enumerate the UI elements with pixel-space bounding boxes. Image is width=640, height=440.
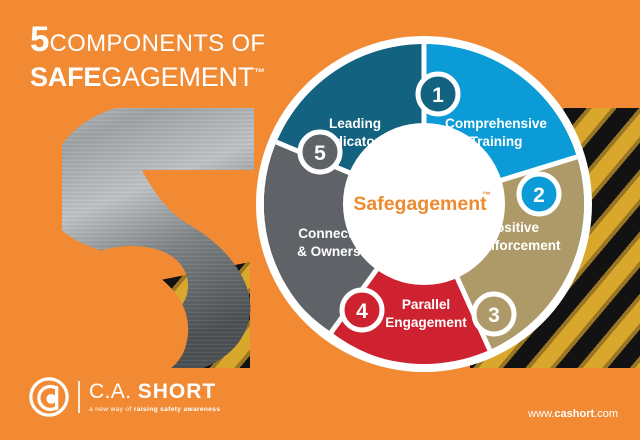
logo-tagline-light: a new way of — [89, 405, 132, 413]
orange-band-left — [0, 0, 62, 440]
url-domain: cashort — [554, 408, 595, 420]
ca-short-mark-icon — [29, 377, 69, 417]
segment-2-number: 2 — [533, 184, 545, 207]
logo-name: C.A. SHORT — [89, 381, 220, 402]
wheel-center-hub — [343, 123, 505, 285]
segment-2-label-line1: Comprehensive — [445, 116, 547, 131]
page-title: 5COMPONENTS OF SAFEGAGEMENT™ — [30, 22, 265, 91]
segment-4-number: 4 — [356, 300, 368, 323]
url-prefix: www. — [528, 408, 555, 420]
segment-numbers: 1 2 3 4 5 — [314, 84, 545, 327]
segment-1-label-line1: Leading — [329, 116, 381, 131]
segment-5-number: 5 — [314, 142, 326, 165]
segment-4-label-line1: Parallel — [402, 297, 450, 312]
segment-4-label-line2: Engagement — [385, 315, 467, 330]
logo-text-block: C.A. SHORT a new way of raising safety a… — [89, 381, 220, 414]
title-gagement: GAGEMENT — [101, 62, 255, 92]
title-line-1-text: COMPONENTS OF — [49, 30, 266, 57]
logo-tagline-bold: raising safety awareness — [133, 405, 221, 413]
url-suffix: .com — [594, 408, 618, 420]
logo-name-short: SHORT — [137, 379, 217, 403]
center-trademark-icon: ™ — [482, 190, 491, 200]
safegagement-wheel: Leading Indicators Comprehensive Trainin… — [248, 28, 600, 380]
title-number: 5 — [30, 20, 50, 59]
segment-2-label-line2: Training — [470, 134, 523, 149]
center-label: Safegagement — [353, 193, 487, 215]
segment-3-number: 3 — [488, 304, 500, 327]
logo-tagline: a new way of raising safety awareness — [89, 405, 221, 414]
website-url[interactable]: www.cashort.com — [528, 408, 618, 420]
segment-1-number: 1 — [432, 84, 444, 107]
puzzle-tabs — [297, 71, 562, 337]
company-logo[interactable]: C.A. SHORT a new way of raising safety a… — [28, 376, 220, 418]
title-trademark-icon: ™ — [254, 67, 265, 79]
logo-divider — [78, 381, 80, 413]
title-line-1: 5COMPONENTS OF — [30, 22, 265, 57]
orange-band-bottom — [0, 368, 640, 440]
logo-name-ca: C.A. — [89, 379, 132, 403]
title-safe: SAFE — [30, 62, 102, 92]
title-line-2: SAFEGAGEMENT™ — [30, 64, 265, 91]
